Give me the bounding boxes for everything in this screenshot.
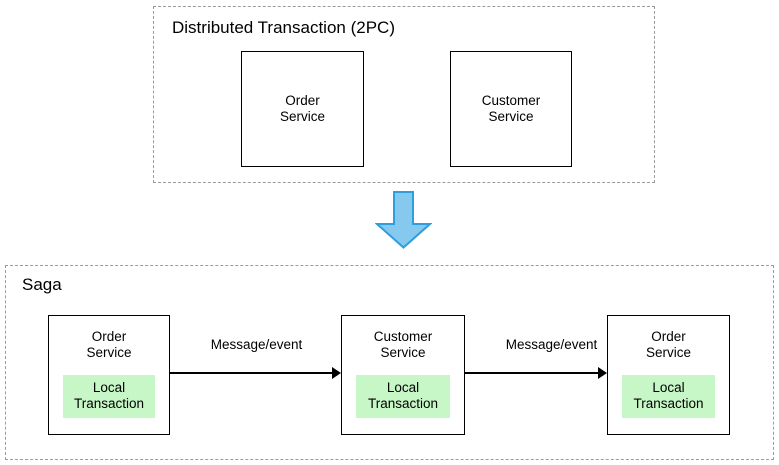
saga-title: Saga bbox=[22, 275, 62, 294]
service-label: Customer Service bbox=[481, 93, 541, 124]
service-label: Order Service bbox=[645, 329, 691, 360]
service-box-customer-2pc[interactable]: Customer Service bbox=[450, 51, 572, 167]
saga-step-order-service-2[interactable]: Order Service Local Transaction bbox=[607, 315, 730, 435]
service-label: Order Service bbox=[279, 93, 325, 124]
arrow-head-icon bbox=[332, 367, 341, 379]
distributed-transaction-group bbox=[153, 6, 655, 183]
arrow-shaft bbox=[465, 372, 600, 374]
service-label: Order Service bbox=[86, 329, 132, 360]
saga-step-customer-service[interactable]: Customer Service Local Transaction bbox=[341, 315, 465, 435]
service-label: Customer Service bbox=[373, 329, 433, 360]
message-event-label-1: Message/event bbox=[210, 337, 303, 352]
down-arrow-icon bbox=[374, 191, 433, 249]
message-arrow-1 bbox=[170, 367, 341, 379]
distributed-transaction-title: Distributed Transaction (2PC) bbox=[172, 18, 395, 37]
arrow-head-icon bbox=[598, 367, 607, 379]
service-box-order-2pc[interactable]: Order Service bbox=[241, 51, 364, 167]
arrow-shaft bbox=[170, 372, 334, 374]
local-transaction-chip: Local Transaction bbox=[622, 375, 715, 418]
saga-step-order-service-1[interactable]: Order Service Local Transaction bbox=[48, 315, 170, 435]
saga-group bbox=[5, 265, 774, 460]
message-event-label-2: Message/event bbox=[505, 337, 598, 352]
message-arrow-2 bbox=[465, 367, 607, 379]
local-transaction-chip: Local Transaction bbox=[63, 375, 155, 418]
local-transaction-chip: Local Transaction bbox=[356, 375, 450, 418]
